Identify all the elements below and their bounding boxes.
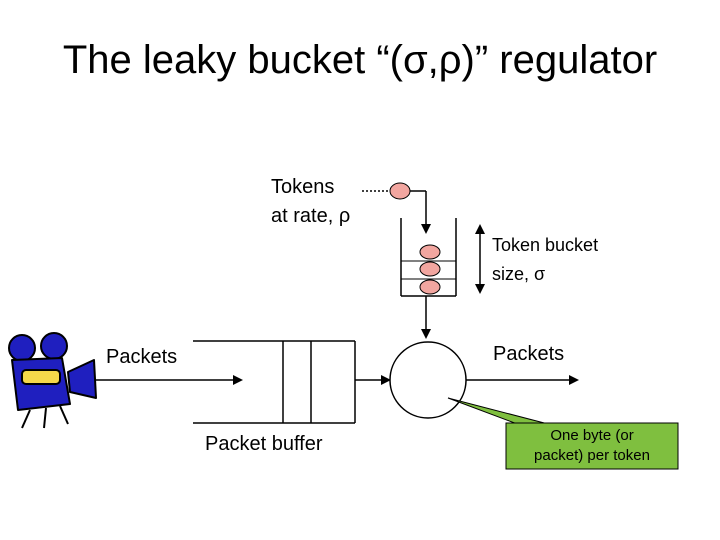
slide-title: The leaky bucket “(σ,ρ)” regulator xyxy=(62,38,658,82)
regulator-circle xyxy=(389,341,467,419)
callout-line1: One byte (or xyxy=(550,427,634,444)
packet-buffer xyxy=(193,340,356,424)
callout-text: One byte (or packet) per token xyxy=(506,423,678,469)
packets-out-label: Packets xyxy=(493,343,565,365)
packet-buffer-label: Packet buffer xyxy=(205,433,323,455)
tokens-label-line1: Tokens xyxy=(271,176,335,198)
tokens-label-line2: at rate, ρ xyxy=(271,205,351,227)
falling-token xyxy=(389,182,411,200)
token-bucket xyxy=(400,218,457,297)
bucket-token-2 xyxy=(419,261,441,277)
bucket-size-label-line1: Token bucket xyxy=(492,235,599,255)
callout-box xyxy=(505,422,679,470)
token-arrival-path xyxy=(362,190,431,234)
bucket-token-3 xyxy=(419,279,441,295)
bucket-token-1 xyxy=(419,244,441,260)
callout-pointer xyxy=(447,397,553,426)
callout-line2: packet) per token xyxy=(534,447,650,464)
packets-in-label: Packets xyxy=(106,346,178,368)
video-camera-icon xyxy=(8,332,97,429)
bucket-size-label-line2: size, σ xyxy=(492,264,546,284)
